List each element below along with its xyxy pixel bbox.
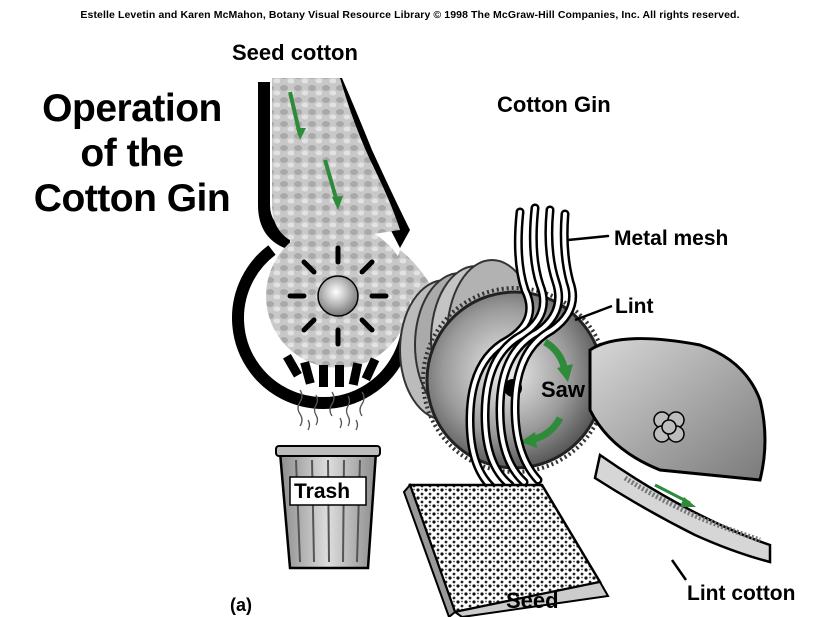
label-seed-cotton: Seed cotton	[232, 40, 358, 66]
title-line-1: Operation	[10, 86, 254, 131]
label-cotton-gin: Cotton Gin	[497, 92, 611, 118]
panel-label: (a)	[230, 595, 252, 616]
cleaning-drum	[238, 224, 410, 403]
brush-housing	[590, 339, 770, 580]
title-line-2: of the	[10, 131, 254, 176]
label-lint: Lint	[615, 295, 653, 319]
label-saw: Saw	[541, 377, 585, 403]
lint-leader	[575, 306, 612, 320]
label-trash: Trash	[294, 480, 350, 504]
label-metal-mesh: Metal mesh	[614, 227, 728, 251]
trash-can	[276, 446, 380, 568]
title-line-3: Cotton Gin	[10, 176, 254, 221]
page-title: Operation of the Cotton Gin	[10, 86, 254, 221]
label-seed: Seed	[506, 588, 559, 614]
label-lint-cotton: Lint cotton	[687, 582, 795, 606]
credit-line: Estelle Levetin and Karen McMahon, Botan…	[0, 9, 820, 21]
